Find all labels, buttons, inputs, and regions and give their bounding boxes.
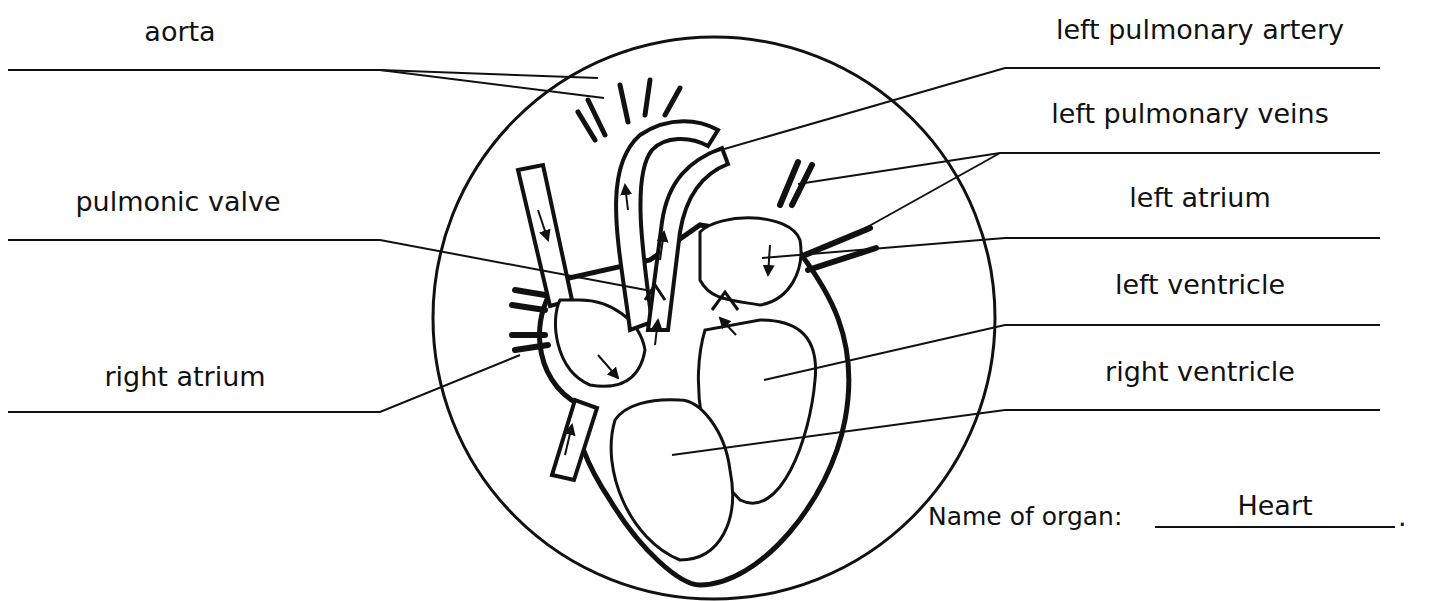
part-label: right atrium — [104, 360, 265, 394]
part-label: right ventricle — [1105, 355, 1295, 389]
part-label: left atrium — [1129, 181, 1270, 215]
part-label: left pulmonary artery — [1056, 13, 1344, 47]
part-label: left ventricle — [1115, 268, 1285, 302]
answer-text: Heart — [1237, 489, 1312, 523]
punctuation: . — [1398, 500, 1407, 534]
question-text: Name of organ: — [928, 500, 1122, 534]
part-label: aorta — [144, 15, 215, 49]
part-label: pulmonic valve — [75, 185, 280, 219]
part-label: left pulmonary veins — [1051, 97, 1328, 131]
